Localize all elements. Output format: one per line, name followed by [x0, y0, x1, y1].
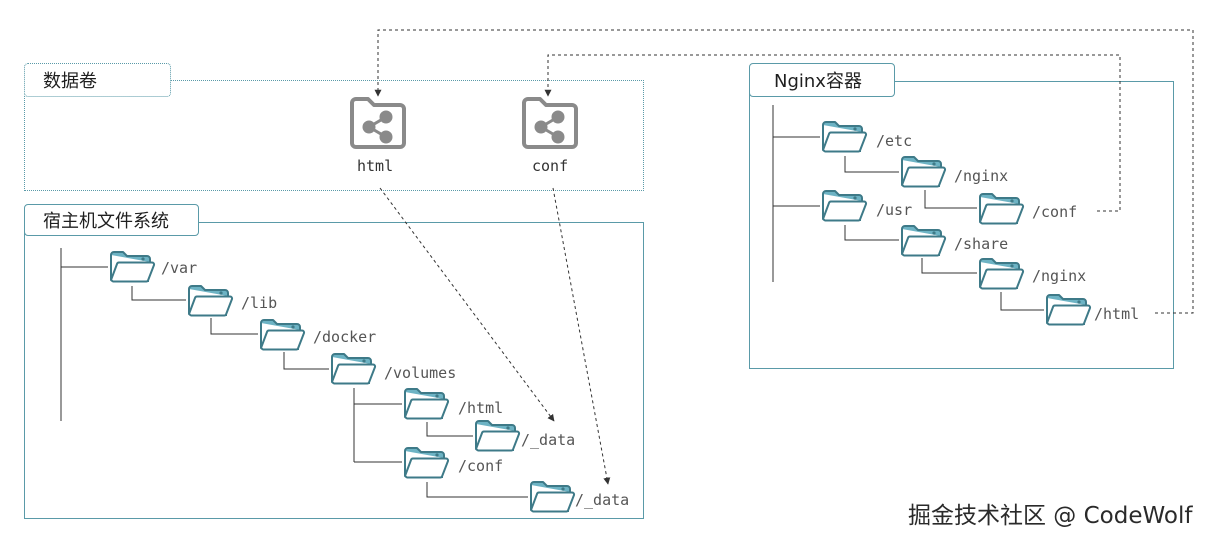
etc-folder-icon: [822, 121, 868, 153]
nginx-conf-label: /conf: [1032, 203, 1078, 221]
volumes-panel: [24, 80, 644, 191]
host-conf-data-folder-icon: [530, 481, 576, 513]
volumes-folder-icon: [331, 353, 377, 385]
nginx-etc-label: /etc: [876, 132, 913, 150]
conf-volume-label: conf: [532, 157, 569, 175]
usr-folder-icon: [822, 190, 868, 222]
nginx-etc-nginx-label: /nginx: [954, 167, 1009, 185]
host-html-data-label: /_data: [521, 431, 576, 449]
host-filesystem-panel-title: 宿主机文件系统: [24, 204, 199, 236]
nginx-html-label: /html: [1094, 305, 1140, 323]
nginx-tree-lines: [772, 105, 1044, 311]
nginx-conf-folder-icon: [979, 193, 1025, 225]
host-tree-lines: [60, 248, 528, 498]
host-var-label: /var: [161, 259, 198, 277]
host-html-label: /html: [458, 399, 504, 417]
share-nginx-folder-icon: [979, 258, 1025, 290]
nginx-html-folder-icon: [1046, 294, 1092, 326]
nginx-usr-label: /usr: [876, 201, 913, 219]
nginx-share-label: /share: [954, 235, 1009, 253]
host-conf-data-label: /_data: [575, 491, 630, 509]
host-link-lines: [379, 187, 611, 485]
host-docker-label: /docker: [313, 328, 377, 346]
watermark-text: 掘金技术社区 @ CodeWolf: [908, 503, 1193, 529]
nginx-container-panel: [749, 81, 1174, 369]
host-lib-label: /lib: [241, 294, 278, 312]
docker-folder-icon: [260, 319, 306, 351]
share-folder-icon: [901, 225, 947, 257]
host-filesystem-panel: [24, 222, 644, 519]
html-volume-label: html: [357, 157, 394, 175]
conf-volume-share-icon: [522, 97, 578, 149]
host-conf-label: /conf: [458, 457, 504, 475]
host-volumes-label: /volumes: [384, 364, 457, 382]
volumes-panel-title: 数据卷: [24, 63, 171, 97]
lib-folder-icon: [188, 285, 234, 317]
host-html-folder-icon: [404, 388, 450, 420]
nginx-share-nginx-label: /nginx: [1032, 267, 1087, 285]
nginx-container-panel-title: Nginx容器: [749, 63, 895, 97]
var-folder-icon: [110, 251, 156, 283]
etc-nginx-folder-icon: [901, 156, 947, 188]
host-conf-folder-icon: [404, 447, 450, 479]
host-html-data-folder-icon: [475, 420, 521, 452]
container-link-lines: [374, 29, 1194, 314]
html-volume-share-icon: [350, 97, 406, 149]
